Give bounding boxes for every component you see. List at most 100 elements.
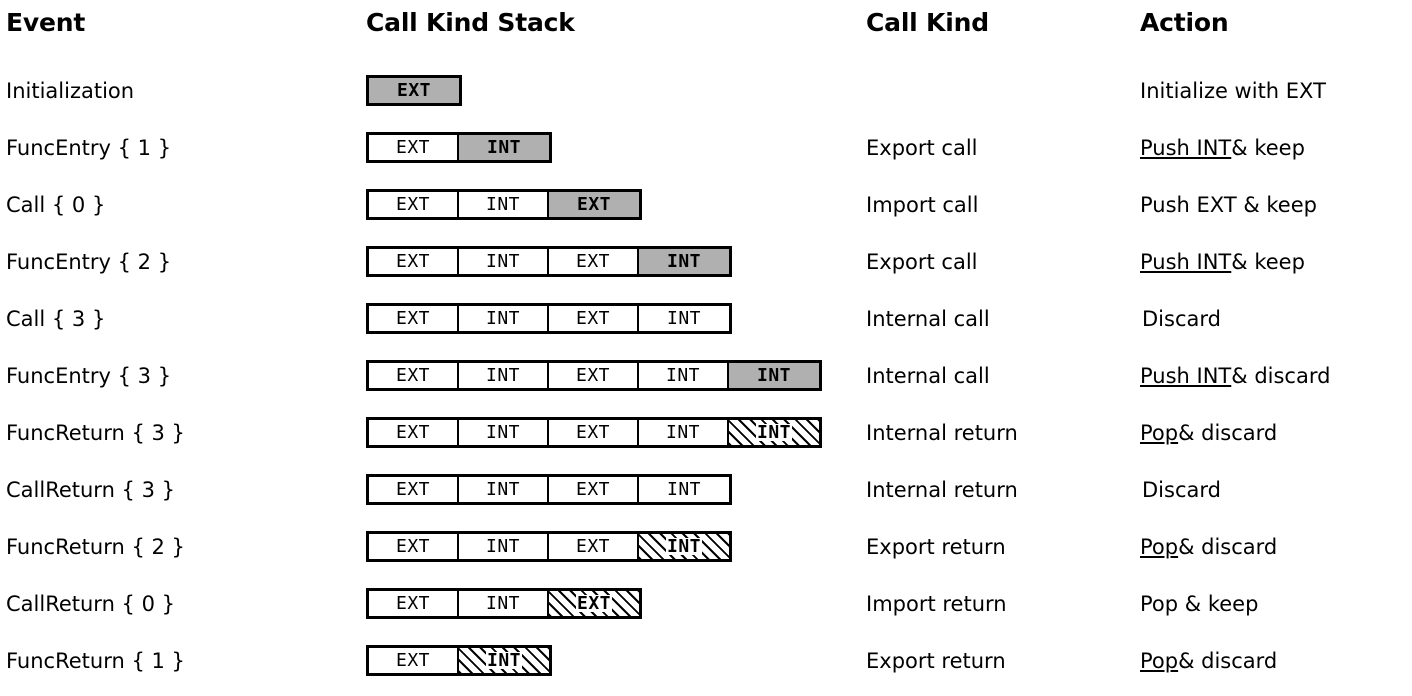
stack-slot-label: INT <box>485 478 520 500</box>
stack-slot-label: EXT <box>575 478 610 500</box>
stack-slot-plain: EXT <box>549 477 639 502</box>
event-label: Call { 3 } <box>6 306 106 331</box>
stack-slot-hatch: INT <box>729 420 819 445</box>
stack-slot-gray: INT <box>639 249 729 274</box>
action-label: Push EXT & keep <box>1140 176 1408 233</box>
stack-slot-plain: INT <box>639 420 729 445</box>
stack-slot-gray: EXT <box>369 78 459 103</box>
stack-slot-label: INT <box>485 535 520 557</box>
call-kind-label: Export call <box>866 249 978 274</box>
event-label: FuncReturn { 1 } <box>6 648 185 673</box>
action-emphasis: Pop <box>1140 648 1179 673</box>
stack-slot-label: EXT <box>575 535 610 557</box>
call-kind-label: Export return <box>866 648 1006 673</box>
call-kind-label: Internal call <box>866 363 990 388</box>
action-text: Pop & keep <box>1140 591 1259 616</box>
stack-slot-gray: EXT <box>549 192 639 217</box>
action-label: Pop & discard <box>1140 404 1408 461</box>
stack-slot-label: INT <box>486 136 521 158</box>
stack-slot-label: EXT <box>575 250 610 272</box>
call-kind-stack: EXT INT EXT <box>366 176 862 233</box>
action-label: Pop & discard <box>1140 518 1408 575</box>
action-label: Discard <box>1140 290 1410 347</box>
stack-slot-plain: EXT <box>369 534 459 559</box>
stack-slot-label: EXT <box>575 364 610 386</box>
action-text-suffix: & discard <box>1178 534 1278 559</box>
call-kind-label: Import call <box>866 192 979 217</box>
stack-boxes: EXT INT <box>366 132 552 163</box>
stack-slot-label: EXT <box>395 421 430 443</box>
stack-slot-plain: INT <box>639 363 729 388</box>
header-event: Event <box>6 8 86 37</box>
stack-slot-plain: EXT <box>369 477 459 502</box>
stack-slot-label: INT <box>485 307 520 329</box>
stack-slot-label: INT <box>666 478 701 500</box>
stack-slot-label: EXT <box>395 478 430 500</box>
stack-boxes: EXT INT EXT <box>366 189 642 220</box>
stack-slot-plain: INT <box>459 591 549 616</box>
stack-slot-label: INT <box>485 193 520 215</box>
stack-slot-label: EXT <box>395 592 430 614</box>
action-emphasis: Push INT <box>1140 135 1232 160</box>
stack-slot-label: EXT <box>575 307 610 329</box>
action-label: Push INT & discard <box>1140 347 1408 404</box>
header-call-kind-stack: Call Kind Stack <box>366 8 575 37</box>
stack-slot-plain: INT <box>459 534 549 559</box>
stack-boxes: EXT INT EXT INT INT <box>366 417 822 448</box>
stack-slot-label: EXT <box>395 535 430 557</box>
stack-slot-label: INT <box>485 592 520 614</box>
header-call-kind: Call Kind <box>866 8 989 37</box>
stack-slot-label: INT <box>756 364 791 386</box>
event-label: FuncEntry { 2 } <box>6 249 172 274</box>
stack-slot-label: INT <box>665 421 700 443</box>
action-text-suffix: Initialize with EXT <box>1140 78 1326 103</box>
call-kind-stack: EXT <box>366 62 862 119</box>
action-emphasis: Pop <box>1140 420 1179 445</box>
action-text: Discard <box>1142 477 1221 502</box>
stack-slot-plain: EXT <box>549 363 639 388</box>
event-label: FuncReturn { 2 } <box>6 534 185 559</box>
stack-slot-label: INT <box>485 650 522 671</box>
call-kind-label: Import return <box>866 591 1007 616</box>
stack-slot-plain: INT <box>639 306 729 331</box>
action-text-suffix: & discard <box>1178 648 1278 673</box>
call-kind-stack: EXT INT <box>366 119 862 176</box>
call-kind-label: Export call <box>866 135 978 160</box>
stack-slot-label: EXT <box>395 250 430 272</box>
stack-slot-plain: INT <box>459 420 549 445</box>
stack-slot-label: EXT <box>395 193 430 215</box>
stack-slot-label: INT <box>485 421 520 443</box>
stack-slot-label: INT <box>666 307 701 329</box>
event-label: FuncEntry { 3 } <box>6 363 172 388</box>
stack-slot-plain: EXT <box>549 306 639 331</box>
stack-slot-label: EXT <box>395 136 430 158</box>
action-label: Pop & discard <box>1140 632 1408 689</box>
action-text-suffix: & discard <box>1231 363 1331 388</box>
stack-slot-label: EXT <box>575 421 610 443</box>
stack-slot-plain: INT <box>639 477 729 502</box>
stack-slot-gray: INT <box>459 135 549 160</box>
event-label: FuncReturn { 3 } <box>6 420 185 445</box>
stack-slot-label: INT <box>755 422 792 443</box>
stack-boxes: EXT INT EXT INT <box>366 474 732 505</box>
table-row: FuncEntry { 1 } EXT INT Export call Push INT… <box>0 119 1412 176</box>
event-label: FuncEntry { 1 } <box>6 135 172 160</box>
stack-slot-plain: EXT <box>369 135 459 160</box>
stack-slot-plain: EXT <box>369 420 459 445</box>
stack-slot-label: EXT <box>395 364 430 386</box>
